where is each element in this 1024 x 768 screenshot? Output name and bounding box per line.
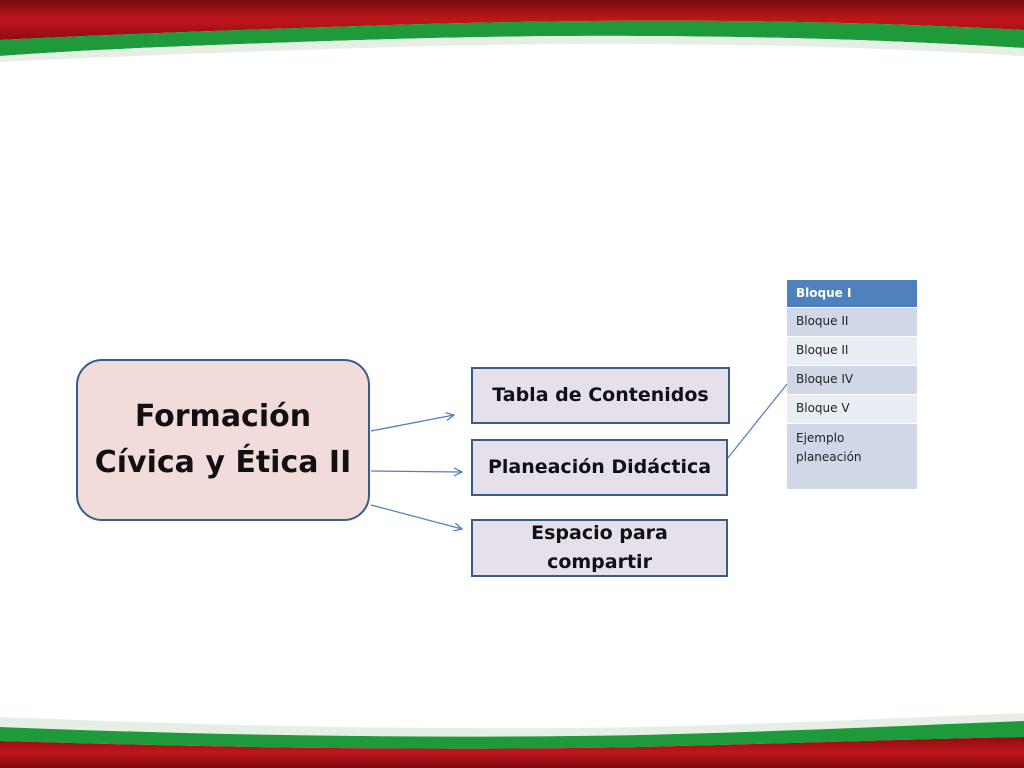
tabla-de-contenidos-node[interactable]: Tabla de Contenidos <box>471 367 730 424</box>
ejemplo-planeacion-row[interactable]: Ejemplo planeación <box>787 424 917 490</box>
bloque-ii-row[interactable]: Bloque II <box>787 308 917 337</box>
bloques-callout-line <box>722 383 788 465</box>
bottom-banner <box>0 713 1024 768</box>
arrow-to-tabla <box>370 415 454 432</box>
bloque-ii-second-row[interactable]: Bloque II <box>787 337 917 366</box>
espacio-para-compartir-node[interactable]: Espacio para compartir <box>471 519 728 577</box>
main-topic-box: Formación Cívica y Ética II <box>76 359 370 521</box>
arrow-to-planeacion <box>370 471 462 472</box>
main-topic-title: Formación Cívica y Ética II <box>94 399 352 480</box>
bloque-i-row[interactable]: Bloque I <box>787 280 917 308</box>
arrow-to-espacio <box>370 504 462 529</box>
planeacion-didactica-node[interactable]: Planeación Didáctica <box>471 439 728 496</box>
bloque-iv-row[interactable]: Bloque IV <box>787 366 917 395</box>
top-banner <box>0 0 1024 62</box>
bloques-table: Bloque I Bloque II Bloque II Bloque IV B… <box>787 280 917 490</box>
bloque-v-row[interactable]: Bloque V <box>787 395 917 424</box>
